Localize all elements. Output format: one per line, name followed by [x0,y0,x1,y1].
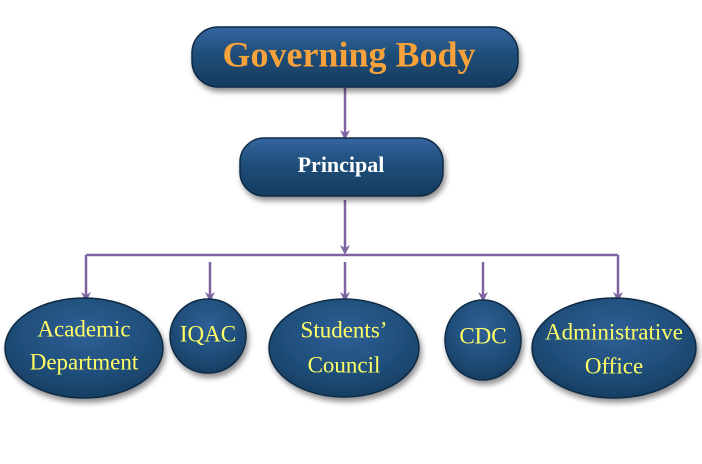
cdc-oval [444,299,522,381]
node-principal: Principal [239,137,444,197]
students-council-oval [268,298,420,398]
node-cdc: CDC [444,299,522,381]
iqac-oval [169,298,247,374]
connectors [81,88,623,302]
academic-department-label-line1: Academic [37,316,130,341]
academic-department-label-line2: Department [30,349,139,374]
node-governing-body: Governing Body [191,26,519,88]
principal-label: Principal [298,152,385,177]
administrative-office-label-line2: Office [585,353,643,378]
node-administrative-office: Administrative Office [531,297,697,399]
students-council-label-line2: Council [308,352,381,377]
academic-department-oval [4,297,164,399]
iqac-label: IQAC [180,321,236,346]
node-iqac: IQAC [169,298,247,374]
node-students-council: Students’ Council [268,298,420,398]
administrative-office-label-line1: Administrative [545,319,683,344]
students-council-label-line1: Students’ [301,317,388,342]
administrative-office-oval [531,297,697,399]
cdc-label: CDC [459,323,506,348]
governing-body-label: Governing Body [222,34,475,74]
governing-body-box [191,26,519,88]
principal-box [239,137,444,197]
node-academic-department: Academic Department [4,297,164,399]
